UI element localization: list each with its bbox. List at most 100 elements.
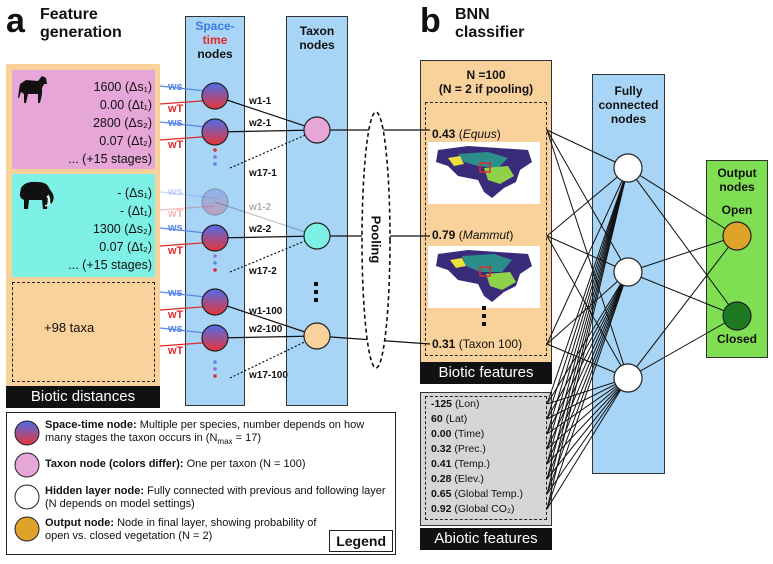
fc-edge xyxy=(627,235,738,379)
panel-letter-b: b xyxy=(420,2,441,40)
spacetime-header: Space- time nodes xyxy=(185,19,245,61)
fc-edge xyxy=(546,167,629,405)
mammoth-icon xyxy=(19,181,54,209)
taxon-header-line2: nodes xyxy=(299,38,335,52)
abiotic-name: (Lon) xyxy=(454,398,480,410)
legend-hidden-text: Fully connected with previous and follow… xyxy=(45,485,386,510)
fc-edge xyxy=(627,235,738,273)
fc-edge xyxy=(546,167,629,510)
fully-header-line3: nodes xyxy=(610,112,647,126)
spacetime-node xyxy=(201,118,229,146)
abiotic-name: (Global Temp.) xyxy=(454,488,524,500)
taxon-nodes xyxy=(303,116,331,350)
edge-w1-100 xyxy=(214,301,318,337)
abiotic-panel xyxy=(420,392,552,526)
abiotic-row-global-temp: 0.65 (Global Temp.) xyxy=(431,488,523,501)
wt-label: wT xyxy=(168,103,184,115)
legend-taxon-title: Taxon node (colors differ): xyxy=(45,458,184,470)
spacetime-node xyxy=(201,82,229,110)
fully-connected-edges xyxy=(546,129,738,510)
horse-row-3: 2800 (Δs₂) xyxy=(92,116,152,130)
edge-w2-100 xyxy=(214,335,318,339)
spacetime-node xyxy=(201,288,229,316)
taxon-header: Taxon nodes xyxy=(286,24,348,52)
taxon-node xyxy=(303,116,331,144)
fc-edge xyxy=(546,167,629,480)
bnn-n-label: N =100 (N = 2 if pooling) xyxy=(420,68,552,96)
abiotic-value: 0.65 xyxy=(431,488,452,500)
fc-edge xyxy=(627,167,738,317)
fc-edge xyxy=(546,377,629,495)
spacetime-node xyxy=(201,224,229,252)
fc-edge xyxy=(627,315,738,379)
abiotic-row-prec: 0.32 (Prec.) xyxy=(431,443,486,456)
fc-edge xyxy=(546,377,629,510)
map-equus xyxy=(428,142,540,204)
legend-output-text: Node in final layer, showing probability… xyxy=(45,517,317,542)
spacetime-header-time: time xyxy=(202,33,228,47)
abiotic-row-global-co2: 0.92 (Global CO₂) xyxy=(431,503,514,516)
legend-spacetime: Space-time node: Multiple per species, n… xyxy=(45,419,390,448)
abiotic-value: 60 xyxy=(431,413,443,425)
panel-b-title-line1: BNN xyxy=(455,6,490,23)
feature-mammut-value: 0.79 xyxy=(432,228,456,242)
fc-edge xyxy=(546,377,629,465)
abiotic-name: (Prec.) xyxy=(454,443,486,455)
fc-edge xyxy=(546,167,629,237)
legend-hidden: Hidden layer node: Fully connected with … xyxy=(45,485,390,511)
ws-label: ws xyxy=(168,287,183,299)
edge-label-w1-1: w1-1 xyxy=(249,96,272,107)
wt-label: wT xyxy=(168,245,184,257)
legend-spacetime-text: Multiple per species, number depends on … xyxy=(45,419,365,444)
feature-equus-name: Equus xyxy=(462,127,497,141)
abiotic-name: (Time) xyxy=(454,428,485,440)
spacetime-node-faded xyxy=(201,188,229,216)
legend-taxon-swatch xyxy=(14,452,40,478)
abiotic-name: (Lat) xyxy=(445,413,468,425)
biotic-distances-label: Biotic distances xyxy=(6,386,160,408)
fc-edge xyxy=(627,167,738,237)
output-header-line2: nodes xyxy=(719,180,755,194)
pooling-label: Pooling xyxy=(368,215,384,264)
wt-label: wT xyxy=(168,139,184,151)
legend-spacetime-sub: max xyxy=(217,437,233,447)
abiotic-name: (Elev.) xyxy=(454,473,484,485)
ws-label: ws xyxy=(168,117,183,129)
abiotic-value: 0.00 xyxy=(431,428,452,440)
fc-edge xyxy=(546,271,629,450)
fc-edge xyxy=(546,167,629,345)
output-header: Output nodes xyxy=(706,166,768,194)
feature-mammut-name: Mammut xyxy=(462,228,510,242)
horse-row-5: ... (+15 stages) xyxy=(68,152,152,166)
fc-edge xyxy=(627,271,738,317)
ws-label: ws xyxy=(168,81,183,93)
fc-edge xyxy=(546,129,629,273)
feature-taxon100: 0.31 (Taxon 100) xyxy=(432,337,522,351)
taxon-header-line1: Taxon xyxy=(299,24,335,38)
legend-box: Space-time node: Multiple per species, n… xyxy=(6,412,396,555)
fully-header: Fully connected nodes xyxy=(592,84,665,126)
legend-taxon: Taxon node (colors differ): One per taxo… xyxy=(45,458,390,471)
horse-row-4: 0.07 (Δt₂) xyxy=(99,134,152,148)
hidden-node xyxy=(613,153,643,183)
spacetime-node xyxy=(201,324,229,352)
legend-output: Output node: Node in final layer, showin… xyxy=(45,517,327,543)
fc-edge xyxy=(546,235,629,273)
wt-label: wT xyxy=(168,208,184,220)
ws-label: ws xyxy=(168,222,183,234)
st-taxon-edges xyxy=(214,95,318,379)
fc-edge xyxy=(546,271,629,495)
output-header-line1: Output xyxy=(717,166,757,180)
biotic-features-box xyxy=(425,102,547,356)
legend-spacetime-swatch xyxy=(14,420,40,446)
panel-b-title-line2: classifier xyxy=(455,24,525,41)
output-node-closed xyxy=(722,301,752,331)
edge-w17-1 xyxy=(229,129,318,169)
fc-edge xyxy=(546,377,629,420)
abiotic-row-time: 0.00 (Time) xyxy=(431,428,484,441)
panel-letter-a: a xyxy=(6,2,25,40)
fc-edge xyxy=(546,167,629,435)
hidden-node xyxy=(613,363,643,393)
panel-a-title-line1: Feature xyxy=(40,6,98,23)
